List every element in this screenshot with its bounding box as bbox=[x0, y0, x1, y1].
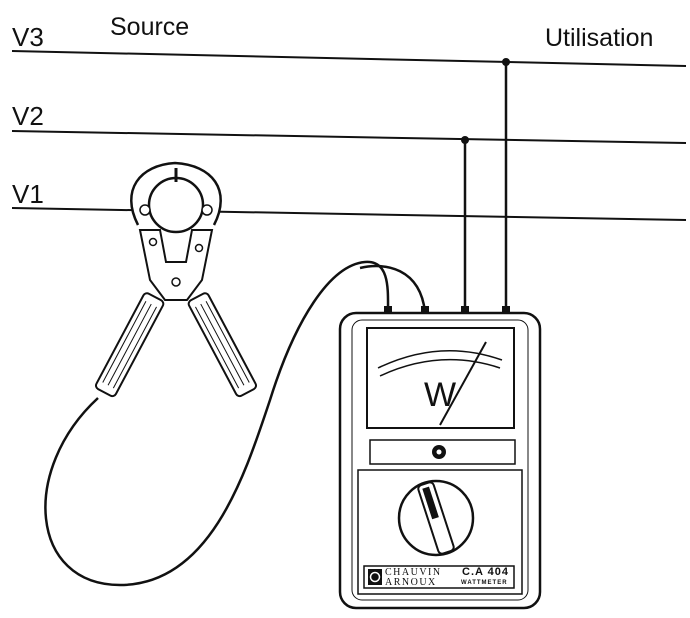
phase-line-v2 bbox=[11, 130, 687, 144]
brand-line-2: ARNOUX bbox=[385, 577, 437, 588]
phase-line-v1 bbox=[11, 207, 687, 221]
brand-logo-icon bbox=[368, 569, 382, 585]
model-number: C.A 404 bbox=[462, 566, 509, 578]
voltage-lead-v2 bbox=[461, 136, 469, 316]
label-plate bbox=[363, 565, 515, 589]
clamp-cable-return bbox=[359, 264, 427, 313]
current-clamp bbox=[94, 161, 258, 398]
label-utilisation: Utilisation bbox=[545, 24, 654, 52]
label-v2: V2 bbox=[12, 101, 44, 131]
clamp-cable bbox=[44, 260, 390, 587]
label-v3: V3 bbox=[12, 22, 44, 52]
wattmeter bbox=[338, 311, 542, 610]
dial-window bbox=[366, 327, 515, 429]
dial-symbol: W bbox=[424, 376, 457, 414]
voltage-lead-v3 bbox=[502, 58, 510, 316]
label-v1: V1 bbox=[12, 179, 44, 209]
phase-line-v3 bbox=[11, 50, 687, 67]
needle bbox=[439, 341, 487, 426]
brand-line-1: CHAUVIN bbox=[385, 567, 442, 578]
label-source: Source bbox=[110, 13, 190, 41]
model-subtitle: WATTMETER bbox=[461, 580, 508, 586]
